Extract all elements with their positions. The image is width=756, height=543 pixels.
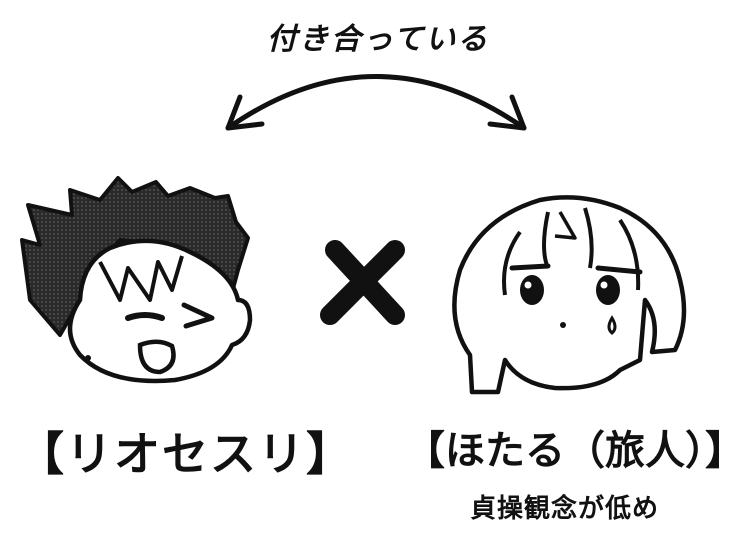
character-name-right: 【ほたる（旅人）】 bbox=[405, 428, 745, 474]
character-note-right: 貞操観念が低め bbox=[470, 494, 660, 524]
connector-x-mark bbox=[320, 240, 405, 325]
hotaru-head bbox=[452, 195, 687, 395]
relation-arrow bbox=[225, 74, 527, 131]
wriothesley-head bbox=[20, 176, 253, 384]
character-name-left: 【リオセスリ】 bbox=[18, 427, 354, 481]
relation-label: 付き合っている bbox=[266, 22, 490, 57]
